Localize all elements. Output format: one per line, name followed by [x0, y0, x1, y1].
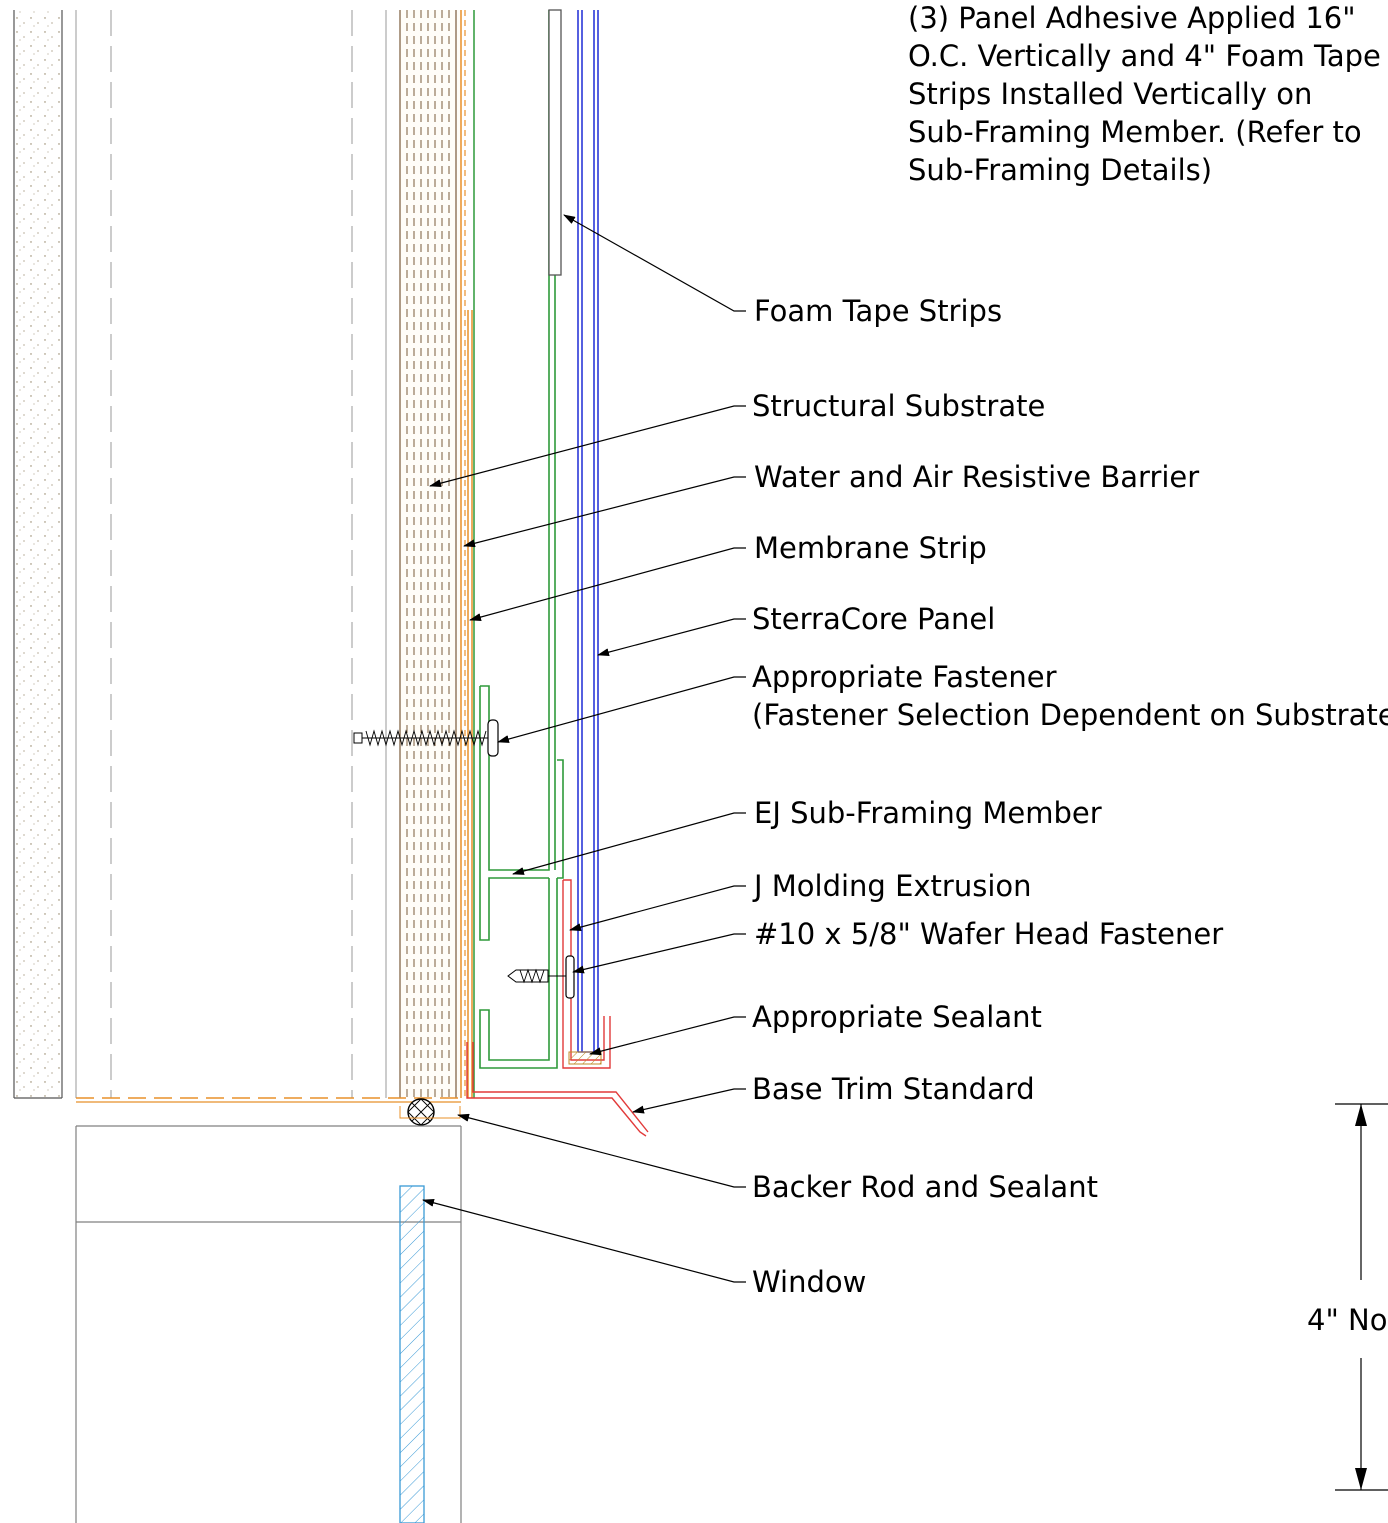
label-base-trim: Base Trim Standard: [752, 1072, 1035, 1106]
leader-fastener: [497, 676, 746, 743]
label-wrb: Water and Air Resistive Barrier: [754, 460, 1199, 494]
interior-wall: [13, 10, 63, 1099]
label-j-molding: J Molding Extrusion: [752, 869, 1032, 903]
label-structural-substrate: Structural Substrate: [752, 389, 1045, 423]
leader-panel: [597, 618, 746, 657]
label-fastener-1: Appropriate Fastener: [752, 660, 1057, 694]
label-sub-framing: EJ Sub-Framing Member: [754, 796, 1102, 830]
label-foam-tape: Foam Tape Strips: [754, 294, 1002, 328]
stud-cavity: [75, 10, 387, 1098]
leader-wafer: [572, 933, 746, 974]
note-line-5: Sub-Framing Details): [908, 153, 1212, 187]
sealant-bead: [568, 1051, 602, 1065]
label-backer-rod: Backer Rod and Sealant: [752, 1170, 1098, 1204]
window-glass: [399, 1185, 425, 1523]
label-fastener-2: (Fastener Selection Dependent on Substra…: [752, 698, 1388, 732]
leader-base-trim: [632, 1088, 746, 1114]
structural-substrate-layer: [399, 10, 462, 1098]
dimension-4in: [1335, 1103, 1388, 1491]
window-frame: [75, 1125, 462, 1523]
note-line-3: Strips Installed Vertically on: [908, 77, 1312, 111]
backer-rod: [399, 1098, 461, 1126]
leader-substrate: [429, 405, 746, 488]
note-line-2: O.C. Vertically and 4" Foam Tape: [908, 39, 1381, 73]
leader-wrb: [463, 476, 746, 548]
leader-foam-tape: [563, 214, 746, 312]
water-air-barrier: [76, 10, 466, 1103]
leader-window: [422, 1198, 746, 1283]
leader-backer-rod: [457, 1113, 746, 1188]
wafer-head-fastener: [507, 955, 575, 999]
membrane-strip: [467, 310, 473, 1098]
label-sealant: Appropriate Sealant: [752, 1000, 1042, 1034]
base-trim-standard: [466, 1042, 649, 1137]
substrate-fastener: [353, 719, 499, 757]
foam-tape-strip: [548, 9, 562, 276]
leader-j-molding: [569, 885, 746, 932]
label-dimension: 4" Nom: [1307, 1303, 1388, 1337]
leader-lines: [422, 214, 746, 1283]
leader-sealant: [589, 1016, 746, 1056]
leader-membrane: [469, 547, 746, 621]
sterracore-panel: [577, 10, 599, 1053]
note-line-4: Sub-Framing Member. (Refer to: [908, 115, 1362, 149]
label-membrane-strip: Membrane Strip: [754, 531, 987, 565]
label-panel: SterraCore Panel: [752, 602, 995, 636]
label-wafer-fastener: #10 x 5/8" Wafer Head Fastener: [754, 917, 1223, 951]
leader-subframing: [512, 812, 746, 875]
label-window: Window: [752, 1265, 866, 1299]
note-line-1: (3) Panel Adhesive Applied 16": [908, 1, 1356, 35]
